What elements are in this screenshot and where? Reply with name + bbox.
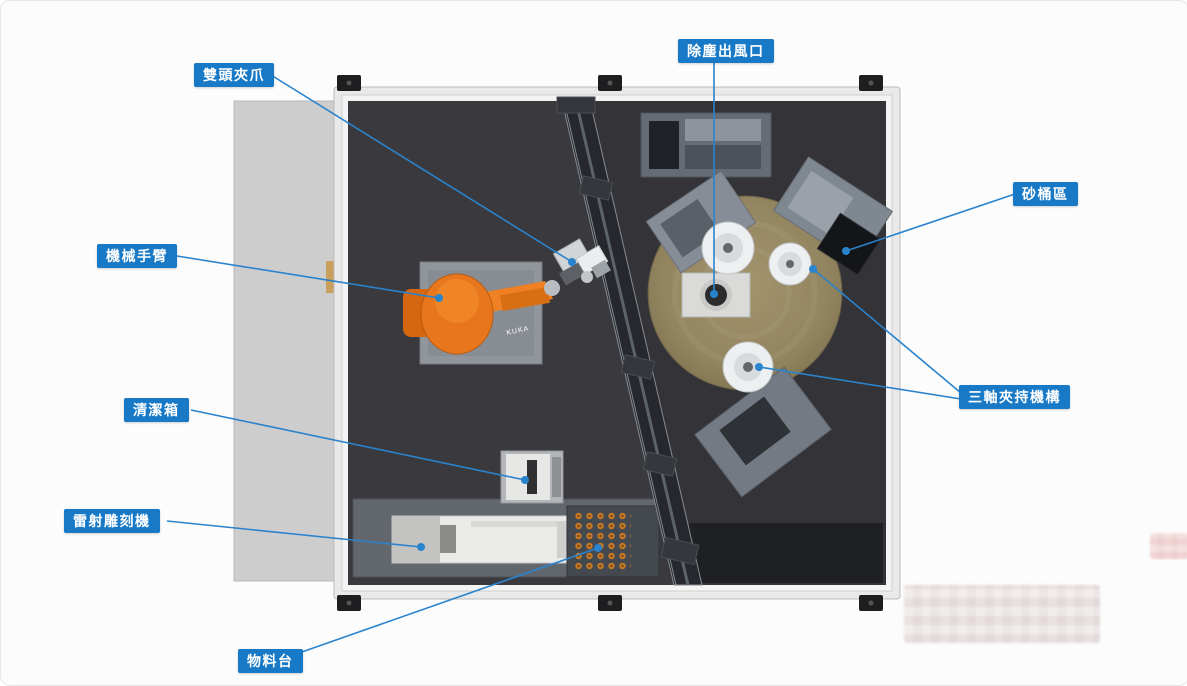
robot-arm-graphic: KUKA bbox=[403, 261, 560, 365]
top-machine-block bbox=[640, 112, 772, 178]
label-cleaning-box: 清潔箱 bbox=[124, 398, 189, 422]
label-material-table: 物料台 bbox=[238, 649, 303, 673]
label-dust-outlet: 除塵出風口 bbox=[678, 39, 774, 63]
label-sand-bucket-area: 砂桶區 bbox=[1013, 182, 1078, 206]
label-laser-engraver: 雷射雕刻機 bbox=[64, 509, 160, 533]
label-robot-arm: 機械手臂 bbox=[97, 244, 177, 268]
sand-bucket-graphic bbox=[816, 212, 882, 276]
three-axis-clamp-top-graphic bbox=[645, 170, 757, 275]
double-head-gripper-graphic bbox=[552, 238, 611, 286]
material-table-graphic bbox=[566, 505, 660, 578]
robot-brand-text: KUKA bbox=[506, 325, 530, 337]
leader-dots bbox=[417, 247, 850, 552]
watermark-fragment bbox=[1150, 533, 1187, 559]
left-side-panel bbox=[233, 100, 336, 582]
label-three-axis-clamp: 三軸夾持機構 bbox=[959, 385, 1070, 409]
linear-rail bbox=[556, 96, 703, 586]
three-axis-clamp-bottom-graphic bbox=[694, 341, 832, 498]
watermark-blur bbox=[904, 585, 1100, 643]
leader-lines bbox=[166, 59, 1016, 654]
label-double-head-gripper: 雙頭夾爪 bbox=[194, 63, 274, 87]
